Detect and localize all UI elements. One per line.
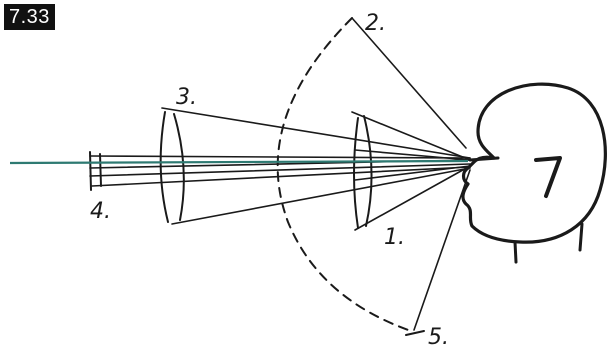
line-of-sight (10, 161, 468, 163)
cone-5-end-tick (406, 331, 424, 335)
head-profile (463, 84, 605, 262)
label-4: 4. (90, 199, 111, 224)
cone-3-lower-ray (172, 168, 470, 224)
neck-back (580, 224, 582, 250)
cone-2-ray (352, 18, 466, 148)
eye-line (470, 158, 498, 160)
label-2: 2. (365, 11, 386, 36)
cone-4 (90, 152, 470, 190)
cone-3-upper-ray (162, 108, 470, 158)
ear-icon (536, 158, 560, 196)
neck-front (515, 242, 516, 262)
cone-4-end-bar-2 (100, 154, 101, 186)
cone-4-upper-ray (90, 156, 470, 158)
label-1: 1. (384, 225, 405, 250)
head-outline (463, 84, 605, 242)
cone-5-ray (414, 170, 470, 330)
label-5: 5. (428, 325, 449, 350)
cone-4-end-bar (90, 152, 91, 190)
label-3: 3. (176, 85, 197, 110)
cone-1-arc-front (364, 116, 372, 226)
cone-wide (278, 18, 470, 335)
